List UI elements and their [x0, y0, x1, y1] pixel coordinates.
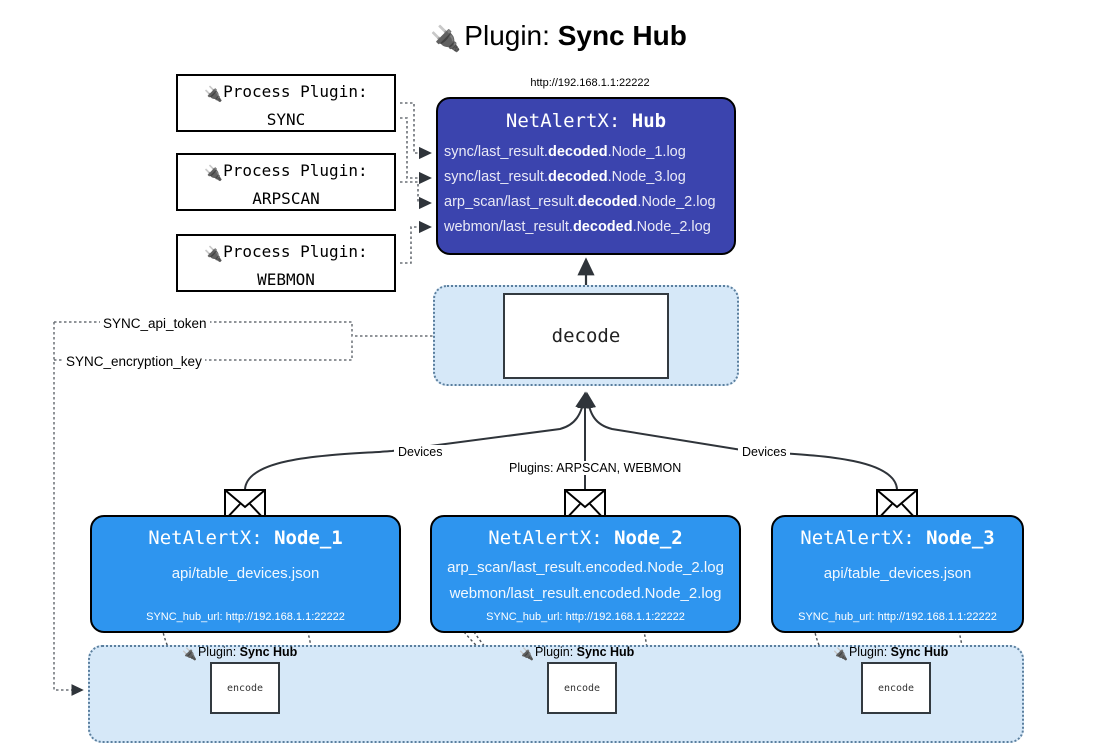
- encode-box-node-1[interactable]: encode: [210, 662, 280, 714]
- page-title: 🔌Plugin: Sync Hub: [0, 16, 1117, 59]
- hub-log-post: .Node_2.log: [632, 219, 711, 235]
- process-plugin-label: Process Plugin:: [223, 161, 368, 180]
- node-line-list: arp_scan/last_result.encoded.Node_2.log …: [432, 555, 739, 607]
- node-line: webmon/last_result.encoded.Node_2.log: [449, 585, 722, 602]
- process-plugin-heading: 🔌Process Plugin:: [178, 79, 394, 107]
- plugin-tag-name: Sync Hub: [239, 645, 298, 659]
- plugin-tag-prefix: Plugin:: [848, 645, 891, 659]
- node-line: api/table_devices.json: [823, 565, 972, 582]
- process-plugin-name: WEBMON: [257, 270, 315, 289]
- plugin-tag-prefix: Plugin:: [197, 645, 240, 659]
- hub-title-name: Hub: [631, 110, 667, 132]
- hub-log-post: .Node_3.log: [607, 169, 686, 185]
- plug-icon: 🔌: [204, 85, 224, 103]
- hub-log-pre: arp_scan/last_result.: [444, 194, 578, 210]
- hub-log-pre: sync/last_result.: [444, 144, 548, 160]
- plugin-tag-node-1: 🔌Plugin: Sync Hub: [182, 645, 297, 661]
- plug-icon: 🔌: [204, 164, 224, 182]
- node-title-prefix: NetAlertX:: [148, 527, 275, 549]
- plug-icon: 🔌: [519, 647, 534, 661]
- hub-url-label: http://192.168.1.1:22222: [530, 77, 650, 89]
- hub-log-row: sync/last_result.decoded.Node_3.log: [444, 165, 734, 190]
- node-title-name: Node_3: [926, 527, 995, 549]
- hub-log-mid: decoded: [547, 169, 608, 185]
- page-title-prefix: Plugin:: [464, 20, 558, 51]
- decode-box[interactable]: decode: [503, 293, 669, 379]
- node-title: NetAlertX: Node_3: [773, 527, 1022, 549]
- node-title-name: Node_2: [614, 527, 683, 549]
- hub-log-mid: decoded: [577, 194, 638, 210]
- node-box-node-2[interactable]: NetAlertX: Node_2 arp_scan/last_result.e…: [430, 515, 741, 633]
- process-plugin-webmon[interactable]: 🔌Process Plugin: WEBMON: [176, 234, 396, 292]
- node-title: NetAlertX: Node_2: [432, 527, 739, 549]
- edge-label-devices-left: Devices: [394, 445, 447, 459]
- node-hub-url: SYNC_hub_url: http://192.168.1.1:22222: [798, 611, 997, 623]
- node-title-prefix: NetAlertX:: [488, 527, 615, 549]
- hub-title: NetAlertX: Hub: [438, 110, 734, 132]
- hub-log-row: arp_scan/last_result.decoded.Node_2.log: [444, 190, 734, 215]
- hub-log-pre: sync/last_result.: [444, 169, 548, 185]
- hub-log-row: sync/last_result.decoded.Node_1.log: [444, 140, 734, 165]
- hub-log-post: .Node_1.log: [607, 144, 686, 160]
- hub-log-row: webmon/last_result.decoded.Node_2.log: [444, 215, 734, 240]
- process-plugin-sync[interactable]: 🔌Process Plugin: SYNC: [176, 74, 396, 132]
- hub-log-list: sync/last_result.decoded.Node_1.log sync…: [438, 140, 734, 240]
- plug-icon: 🔌: [204, 245, 224, 263]
- process-plugin-heading: 🔌Process Plugin:: [178, 158, 394, 186]
- process-plugin-arpscan[interactable]: 🔌Process Plugin: ARPSCAN: [176, 153, 396, 211]
- hub-title-prefix: NetAlertX:: [505, 110, 632, 132]
- process-plugin-label: Process Plugin:: [223, 242, 368, 261]
- plug-icon: 🔌: [833, 647, 848, 661]
- node-line: arp_scan/last_result.encoded.Node_2.log: [447, 559, 724, 576]
- plugin-tag-prefix: Plugin:: [534, 645, 577, 659]
- process-plugin-label: Process Plugin:: [223, 82, 368, 101]
- plug-icon: 🔌: [430, 25, 462, 53]
- node-hub-url: SYNC_hub_url: http://192.168.1.1:22222: [486, 611, 685, 623]
- hub-log-post: .Node_2.log: [637, 194, 716, 210]
- plugin-tag-name: Sync Hub: [890, 645, 949, 659]
- process-plugin-name: ARPSCAN: [252, 189, 320, 208]
- node-line: api/table_devices.json: [171, 565, 320, 582]
- hub-log-mid: decoded: [572, 219, 633, 235]
- plugin-tag-node-3: 🔌Plugin: Sync Hub: [833, 645, 948, 661]
- node-line-list: api/table_devices.json: [773, 561, 1022, 587]
- page-title-name: Sync Hub: [557, 20, 687, 51]
- process-plugin-heading: 🔌Process Plugin:: [178, 239, 394, 267]
- hub-node[interactable]: NetAlertX: Hub sync/last_result.decoded.…: [436, 97, 736, 255]
- node-title-prefix: NetAlertX:: [800, 527, 927, 549]
- plugin-tag-node-2: 🔌Plugin: Sync Hub: [519, 645, 634, 661]
- hub-log-pre: webmon/last_result.: [444, 219, 573, 235]
- node-box-node-3[interactable]: NetAlertX: Node_3 api/table_devices.json…: [771, 515, 1024, 633]
- encode-box-node-3[interactable]: encode: [861, 662, 931, 714]
- hub-log-mid: decoded: [547, 144, 608, 160]
- node-line-list: api/table_devices.json: [92, 561, 399, 587]
- sync-encryption-key-label: SYNC_encryption_key: [63, 354, 205, 369]
- encode-box-node-2[interactable]: encode: [547, 662, 617, 714]
- process-plugin-name: SYNC: [266, 110, 306, 129]
- sync-api-token-label: SYNC_api_token: [100, 316, 210, 331]
- node-box-node-1[interactable]: NetAlertX: Node_1 api/table_devices.json…: [90, 515, 401, 633]
- edge-label-devices-right: Devices: [738, 445, 791, 459]
- node-title: NetAlertX: Node_1: [92, 527, 399, 549]
- plugin-tag-name: Sync Hub: [576, 645, 635, 659]
- plug-icon: 🔌: [182, 647, 197, 661]
- edge-label-plugins: Plugins: ARPSCAN, WEBMON: [505, 461, 686, 475]
- node-hub-url: SYNC_hub_url: http://192.168.1.1:22222: [146, 611, 345, 623]
- node-title-name: Node_1: [274, 527, 343, 549]
